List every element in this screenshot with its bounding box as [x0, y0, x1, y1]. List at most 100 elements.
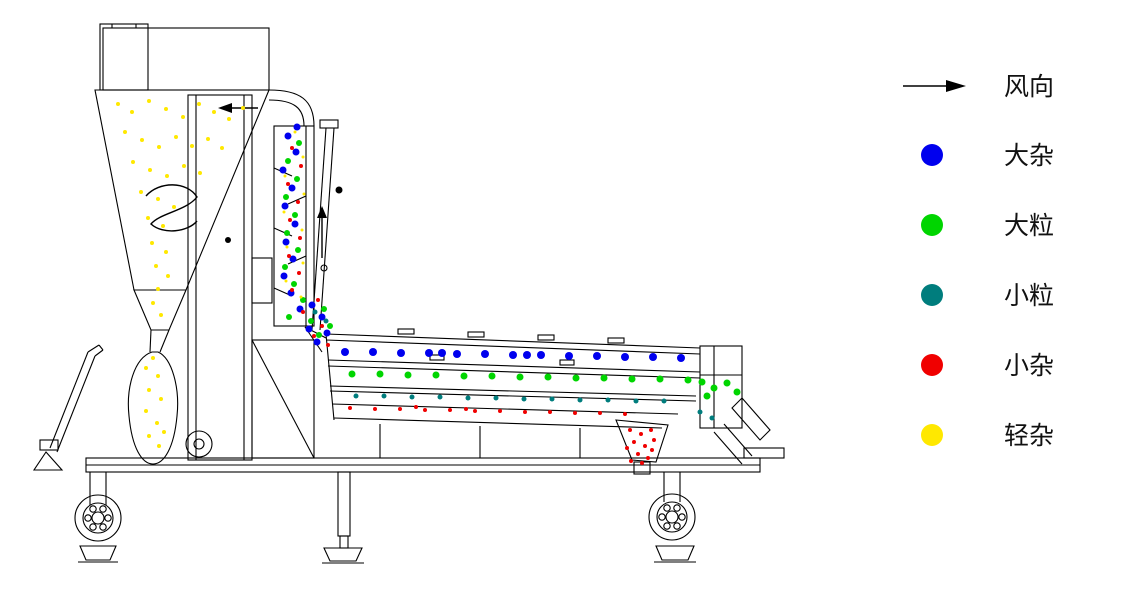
particle-dot-green — [316, 332, 322, 338]
large-impurity-dot-icon — [921, 144, 943, 166]
particle-dot-yellow — [154, 264, 158, 268]
particle-dot-red — [629, 459, 633, 463]
particle-dot-yellow — [227, 117, 231, 121]
particle-dot-yellow — [165, 174, 169, 178]
legend-row-large-grain: 大粒 — [921, 211, 1054, 240]
particle-dot-blue — [425, 349, 433, 357]
particle-dot-red — [320, 324, 324, 328]
particle-dot-red — [623, 412, 627, 416]
legend-row-large-impurity: 大杂 — [921, 141, 1054, 170]
particle-dot-teal — [465, 395, 471, 401]
legend-label-light-impurity: 轻杂 — [1004, 421, 1054, 450]
particle-dot-green — [656, 375, 664, 383]
particle-dot-teal — [323, 318, 329, 324]
particle-dot-red — [287, 254, 291, 258]
particle-dot-red — [598, 411, 602, 415]
legend-label-small-grain: 小粒 — [1004, 281, 1054, 310]
particle-dot-red — [650, 448, 654, 452]
particle-dot-red — [636, 452, 640, 456]
diagonal-brace — [311, 119, 343, 331]
particle-dot-green — [432, 371, 440, 379]
particle-dot-green — [600, 374, 608, 382]
particle-dot-blue — [281, 202, 289, 210]
particle-dot-blue — [677, 354, 685, 362]
particle-dot-yellow — [150, 241, 154, 245]
particle-dot-yellow — [156, 197, 160, 201]
particle-dot-yellow — [162, 430, 166, 434]
support-foot-right — [654, 545, 696, 563]
particle-dot-yellow — [198, 171, 202, 175]
particle-dot-yellow — [147, 434, 151, 438]
particle-dot-blue — [537, 351, 545, 359]
particle-dot-red — [296, 200, 300, 204]
machine-drawing — [32, 23, 785, 564]
particle-dot-yellow — [157, 145, 161, 149]
particle-dot-red — [652, 438, 656, 442]
particle-dot-yellow — [159, 313, 163, 317]
particle-dot-blue — [523, 351, 531, 359]
legend-label-large-grain: 大粒 — [1004, 211, 1054, 240]
particle-dot-yellow — [174, 135, 178, 139]
particle-dot-red — [290, 146, 294, 150]
particle-dot-green — [292, 212, 298, 218]
particle-dot-teal — [381, 393, 387, 399]
particle-dot-yellow — [302, 192, 306, 196]
particle-dot-red — [498, 409, 502, 413]
particle-dot-green — [628, 375, 636, 383]
small-grain-dot-icon — [921, 284, 943, 306]
particle-dot-red — [632, 440, 636, 444]
particle-dot-green — [544, 373, 552, 381]
particle-dot-red — [348, 406, 352, 410]
support-foot-left — [78, 545, 118, 563]
particle-dot-teal — [312, 309, 318, 315]
legend-label-large-impurity: 大杂 — [1004, 141, 1054, 170]
particle-dot-red — [288, 218, 292, 222]
fan-housing — [185, 430, 213, 458]
particle-dot-teal — [437, 394, 443, 400]
particle-dot-green — [291, 281, 297, 287]
particle-dots — [116, 99, 741, 465]
particle-dot-teal — [697, 409, 703, 415]
discharge-chute — [713, 397, 785, 465]
particle-dot-blue — [279, 166, 287, 174]
particle-dot-yellow — [146, 216, 150, 220]
particle-dot-blue — [289, 255, 297, 263]
particle-dot-green — [285, 158, 291, 164]
particle-dot-blue — [565, 352, 573, 360]
particle-dot-red — [423, 408, 427, 412]
light-impurity-dot-icon — [921, 424, 943, 446]
particle-dot-yellow — [164, 107, 168, 111]
particle-dot-yellow — [147, 388, 151, 392]
particle-dot-yellow — [285, 245, 289, 249]
particle-dot-red — [639, 432, 643, 436]
particle-dot-yellow — [140, 138, 144, 142]
particle-dot-red — [448, 408, 452, 412]
particle-dot-yellow — [151, 356, 155, 360]
particle-dot-red — [414, 405, 418, 409]
particle-dot-teal — [549, 396, 555, 402]
particle-dot-teal — [709, 415, 715, 421]
particle-dot-red — [297, 271, 301, 275]
particle-dot-green — [703, 392, 711, 400]
particle-dot-yellow — [159, 397, 163, 401]
particle-dot-yellow — [147, 99, 151, 103]
particle-dot-yellow — [144, 366, 148, 370]
frame — [85, 457, 761, 473]
particle-dot-yellow — [282, 210, 286, 214]
particle-dot-blue — [453, 350, 461, 358]
particle-dot-yellow — [284, 279, 288, 283]
particle-dot-green — [698, 378, 706, 386]
legend-row-small-grain: 小粒 — [921, 281, 1054, 310]
particle-dot-blue — [292, 148, 300, 156]
particle-dot-yellow — [156, 287, 160, 291]
particle-dot-teal — [605, 397, 611, 403]
particle-dot-blue — [284, 132, 292, 140]
particle-dot-green — [308, 318, 314, 324]
particle-dot-teal — [661, 398, 667, 404]
particle-dot-blue — [308, 301, 316, 309]
particle-dot-green — [283, 194, 289, 200]
particle-dot-yellow — [301, 261, 305, 265]
particle-dot-green — [286, 314, 292, 320]
particle-dot-teal — [633, 398, 639, 404]
particle-dot-yellow — [293, 130, 297, 134]
